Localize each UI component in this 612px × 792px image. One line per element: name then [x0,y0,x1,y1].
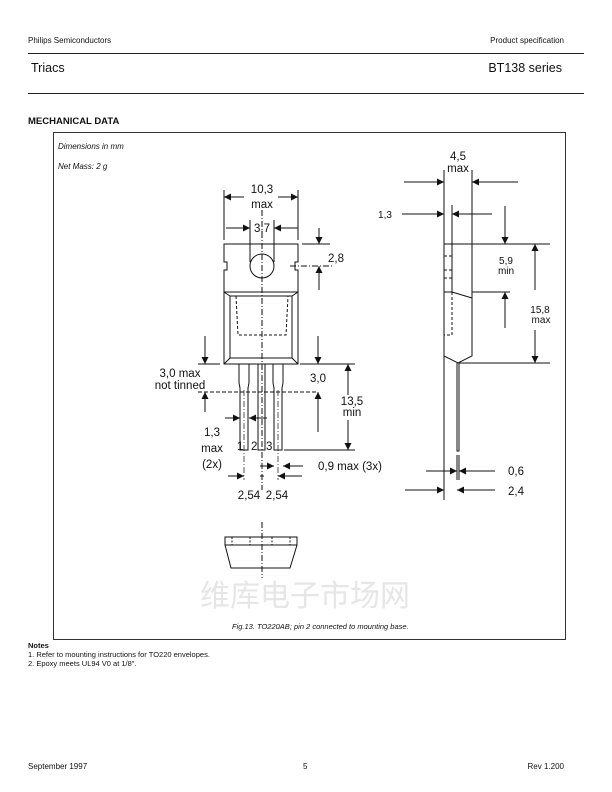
lead-1 [238,363,250,451]
dim-lead-thickness: 0,6 [508,466,524,478]
dim-lead-width-unit: max [201,443,223,455]
note-item: 1. Refer to mounting instructions for TO… [28,650,210,659]
pin-1-label: 1 [237,441,243,453]
dim-thickness: 4,5 [450,151,466,163]
notes-title: Notes [28,641,49,650]
side-labels: 4,5 max 1,3 5,9 min 15,8 max 0,6 2,4 [378,151,550,498]
note-item: 2. Epoxy meets UL94 V0 at 1/8". [28,659,137,668]
dim-lead-shoulder: 3,0 [310,373,326,385]
dim-body-height-unit: max [532,315,551,326]
front-labels: 10,3 max 3,7 2,8 3,0 max not tinned 3,0 … [155,184,382,502]
footer-page-number: 5 [303,762,308,771]
side-lead [456,363,460,452]
pin-2-label: 2 [251,441,257,453]
mounting-tab [223,243,299,293]
dim-lead-offset: 2,4 [508,486,525,498]
dimensions-note: Dimensions in mm [58,142,124,151]
notes: Notes 1. Refer to mounting instructions … [28,641,210,668]
figure-caption: Fig.13. TO220AB; pin 2 connected to moun… [232,622,409,631]
body-outline [223,292,299,365]
dim-lead-width: 1,3 [204,427,220,439]
product-series: BT138 series [488,61,562,75]
hidden-outline [235,295,289,336]
lead-2 [257,363,266,451]
lead-3 [272,363,284,451]
dim-tab-height-unit: min [498,266,514,277]
section-title: MECHANICAL DATA [28,116,120,127]
dim-lead-thin: 0,9 max (3x) [318,461,382,473]
figure-frame [53,132,566,640]
dim-lead-length-unit: min [343,407,362,419]
side-tab [443,243,453,293]
dim-width-unit: max [251,199,273,211]
dim-pitch-1: 2,54 [238,490,261,502]
dim-thickness-unit: max [447,163,469,175]
header-rule-bottom [28,93,584,94]
side-body [443,291,473,364]
dim-lead-length: 13,5 [341,396,363,408]
net-mass: Net Mass: 2 g [58,162,108,171]
not-tinned-label: not tinned [155,380,206,392]
bottom-view [224,522,298,578]
dim-width: 10,3 [251,184,273,196]
dim-body-height: 15,8 [530,305,550,316]
company-name: Philips Semiconductors [28,36,112,45]
footer-date: September 1997 [28,762,88,771]
side-view [402,170,550,500]
pin-3-label: 3 [266,441,272,453]
dim-hole-offset: 2,8 [328,253,344,265]
dim-hole: 3,7 [254,223,270,235]
product-family: Triacs [31,61,65,75]
doc-type: Product specification [490,36,564,45]
dim-tab-height: 5,9 [499,256,513,267]
header-rule-top [28,53,584,54]
dim-pitch-2: 2,54 [266,490,289,502]
dim-lead-width-count: (2x) [202,459,222,471]
watermark: 维库电子市场网 [200,579,410,614]
dim-not-tinned: 3,0 max [160,368,201,380]
dim-tab-thickness: 1,3 [378,210,392,221]
footer-revision: Rev 1.200 [527,762,564,771]
front-view [198,190,355,490]
